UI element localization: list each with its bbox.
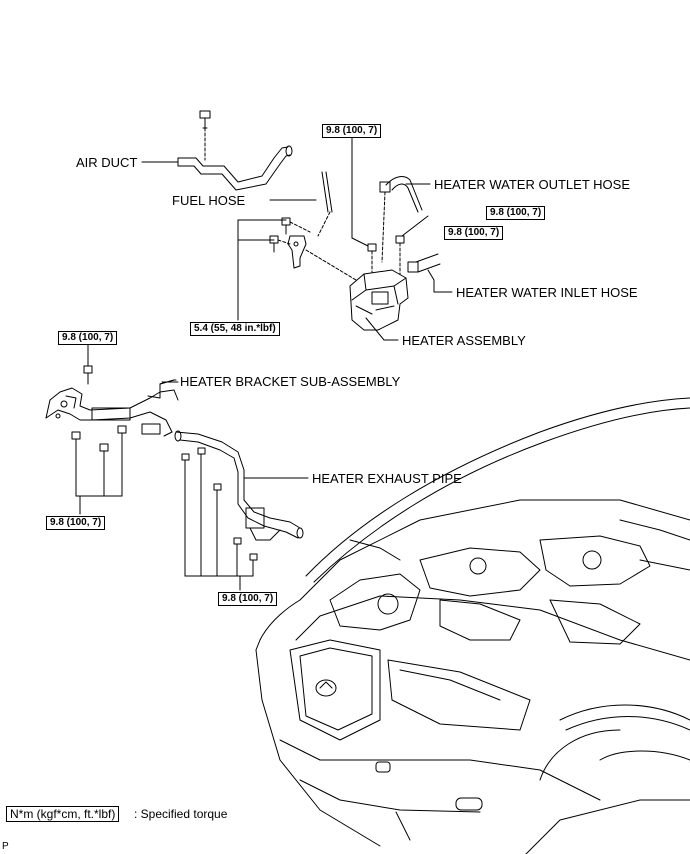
legend-unit-box: N*m (kgf*cm, ft.*lbf): [6, 806, 120, 822]
air-duct-label: AIR DUCT: [76, 155, 138, 170]
torque-value-outlet-bolt: 9.8 (100, 7): [322, 124, 382, 138]
heater-assembly-label: HEATER ASSEMBLY: [402, 333, 526, 348]
fuel-hose-label: FUEL HOSE: [172, 193, 246, 208]
heater-assembly: [349, 137, 429, 341]
heater-water-inlet-hose-label: HEATER WATER INLET HOSE: [456, 285, 638, 300]
vehicle-front-view: [255, 397, 690, 854]
torque-value-bracket-lower-bolts: 9.8 (100, 7): [46, 516, 106, 530]
fuel-hose: [269, 171, 333, 237]
torque-value-assembly-bolt: 9.8 (100, 7): [486, 206, 546, 220]
legend-description: : Specified torque: [134, 807, 228, 821]
torque-value-exhaust-pipe-bolts: 9.8 (100, 7): [218, 592, 278, 606]
torque-value-inlet-bolt: 9.8 (100, 7): [444, 226, 504, 240]
torque-value-bracket-bolts: 5.4 (55, 48 in.*lbf): [190, 322, 280, 336]
heater-water-outlet-hose-label: HEATER WATER OUTLET HOSE: [434, 177, 630, 192]
torque-value-bracket-top-bolt: 9.8 (100, 7): [58, 331, 118, 345]
air-duct: [141, 145, 293, 191]
heater-exhaust-pipe: [174, 430, 309, 591]
heater-bracket-sub-assembly-label: HEATER BRACKET SUB-ASSEMBLY: [180, 374, 401, 389]
air-duct-bolt: [199, 110, 211, 161]
heater-bracket-sub-assembly: [45, 343, 179, 515]
corner-mark: P: [2, 841, 9, 852]
heater-water-inlet-hose: [407, 253, 453, 293]
heater-exhaust-pipe-label: HEATER EXHAUST PIPE: [312, 471, 462, 486]
heater-mount-bracket: [237, 217, 357, 321]
heater-water-outlet-hose: [379, 176, 431, 263]
